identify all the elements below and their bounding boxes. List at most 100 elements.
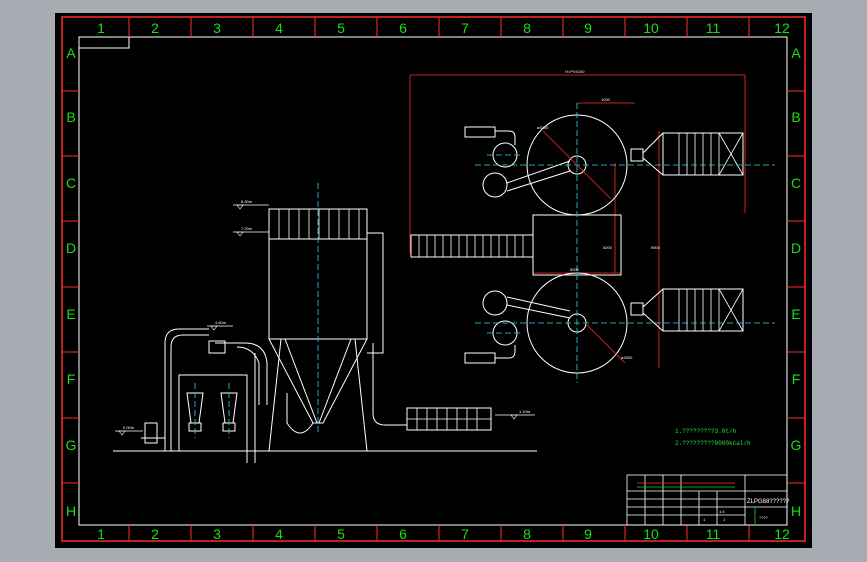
upper-fan-2 — [482, 172, 508, 198]
duct-down — [372, 343, 407, 426]
side-duct — [367, 232, 384, 354]
sheet-label: ???? — [759, 515, 769, 520]
note-line: 1.?????????3.0t/h — [675, 428, 737, 435]
level-label: 0.00m — [123, 425, 135, 430]
row-label: F — [67, 371, 76, 387]
outlet-pipe — [286, 393, 314, 434]
brace — [284, 338, 318, 424]
dimension-text: ø3300 — [537, 125, 549, 130]
valve — [208, 340, 226, 354]
row-label: A — [66, 45, 76, 61]
level-label: 1.10m — [519, 409, 531, 414]
tower-cone — [268, 338, 368, 424]
col-label: 2 — [151, 20, 159, 36]
col-label: 12 — [774, 20, 790, 36]
row-label: E — [66, 306, 75, 322]
row-label: F — [792, 371, 801, 387]
feed-pipe-inner — [170, 334, 209, 451]
dimension-text: H=PV4100 — [565, 69, 585, 74]
row-label: D — [791, 240, 801, 256]
inner-frame — [78, 36, 788, 526]
row-label: C — [66, 175, 76, 191]
col-label: 1 — [97, 20, 105, 36]
col-label: 9 — [584, 20, 592, 36]
row-labels-right: A B C D E F G H — [791, 45, 802, 519]
dimension-labels: H=PV4100 1000 ø3300 5000 5200 9500 ø3300 — [537, 69, 661, 360]
col-label: 1 — [97, 526, 105, 542]
dimension-text: 1000 — [601, 97, 611, 102]
drawing-canvas: 1 2 3 4 5 6 7 8 9 10 11 12 1 2 3 4 5 6 7… — [61, 16, 806, 542]
sheet-number: 1 — [703, 517, 706, 522]
brace — [318, 338, 352, 424]
col-label: 11 — [706, 526, 721, 542]
row-label: G — [791, 437, 802, 453]
dimension-text: 5200 — [603, 245, 613, 250]
col-label: 5 — [337, 526, 345, 542]
scale-label: 1:4 — [719, 509, 725, 514]
elevation-view — [113, 208, 537, 463]
row-label: B — [66, 109, 75, 125]
dimension-text: 9500 — [651, 245, 661, 250]
centerlines-plan — [475, 103, 775, 383]
title-block-text: ZLPG88?????? ???? 1:4 1 1 — [703, 499, 790, 522]
row-labels-left: A B C D E F G H — [66, 45, 77, 519]
centerlines-left — [194, 183, 319, 438]
corner-tab — [79, 37, 130, 49]
cyclone-frame — [178, 374, 248, 452]
upper-coupling — [630, 148, 644, 162]
level-marks: 8.90m 7.20m 4.60m 0.00m 1.10m — [115, 199, 535, 436]
dimension-text: ø3300 — [621, 355, 633, 360]
col-label: 9 — [584, 526, 592, 542]
note-line: 2.?????????8000kcal/h — [675, 440, 751, 447]
plan-view — [409, 74, 746, 374]
row-label: H — [66, 503, 76, 519]
lower-motor — [464, 352, 496, 364]
col-label: 6 — [399, 526, 407, 542]
row-label: G — [66, 437, 77, 453]
col-label: 3 — [213, 20, 221, 36]
col-label: 7 — [461, 526, 469, 542]
row-label: E — [791, 306, 800, 322]
col-label: 4 — [275, 20, 283, 36]
sheet-number: 1 — [723, 517, 726, 522]
outer-frame — [61, 16, 806, 542]
inlet-fan — [144, 422, 158, 444]
level-label: 7.20m — [241, 226, 253, 231]
col-label: 3 — [213, 526, 221, 542]
cyclone-duct-inner — [236, 346, 260, 405]
col-label: 10 — [643, 20, 659, 36]
column-ticks — [128, 17, 750, 541]
tower-hatching — [278, 209, 360, 239]
col-label: 5 — [337, 20, 345, 36]
leg — [354, 338, 368, 452]
conveyor — [410, 234, 534, 258]
upper-motor — [464, 126, 496, 138]
feed-pipe — [164, 328, 209, 451]
row-label: B — [791, 109, 800, 125]
col-label: 6 — [399, 20, 407, 36]
row-label: H — [791, 503, 801, 519]
lower-fan — [482, 290, 508, 316]
row-label: C — [791, 175, 801, 191]
col-label: 10 — [643, 526, 659, 542]
col-label: 8 — [523, 526, 531, 542]
level-label: 4.60m — [215, 320, 227, 325]
lower-coupling — [630, 302, 644, 316]
col-label: 12 — [774, 526, 790, 542]
column-labels-top: 1 2 3 4 5 6 7 8 9 10 11 12 — [97, 20, 790, 36]
dimension-text: 5000 — [570, 267, 580, 272]
col-label: 2 — [151, 526, 159, 542]
level-label: 8.90m — [241, 199, 253, 204]
col-label: 11 — [706, 20, 721, 36]
row-ticks — [62, 90, 805, 484]
col-label: 8 — [523, 20, 531, 36]
row-label: A — [791, 45, 801, 61]
drawing-title: ZLPG88?????? — [747, 499, 790, 505]
leg — [268, 338, 282, 452]
cad-viewport[interactable]: 1 2 3 4 5 6 7 8 9 10 11 12 1 2 3 4 5 6 7… — [55, 13, 812, 548]
row-label: D — [66, 240, 76, 256]
notes: 1.?????????3.0t/h 2.?????????8000kcal/h — [675, 428, 751, 447]
cyclone-duct — [215, 342, 268, 405]
col-label: 4 — [275, 526, 283, 542]
title-block — [626, 474, 788, 526]
